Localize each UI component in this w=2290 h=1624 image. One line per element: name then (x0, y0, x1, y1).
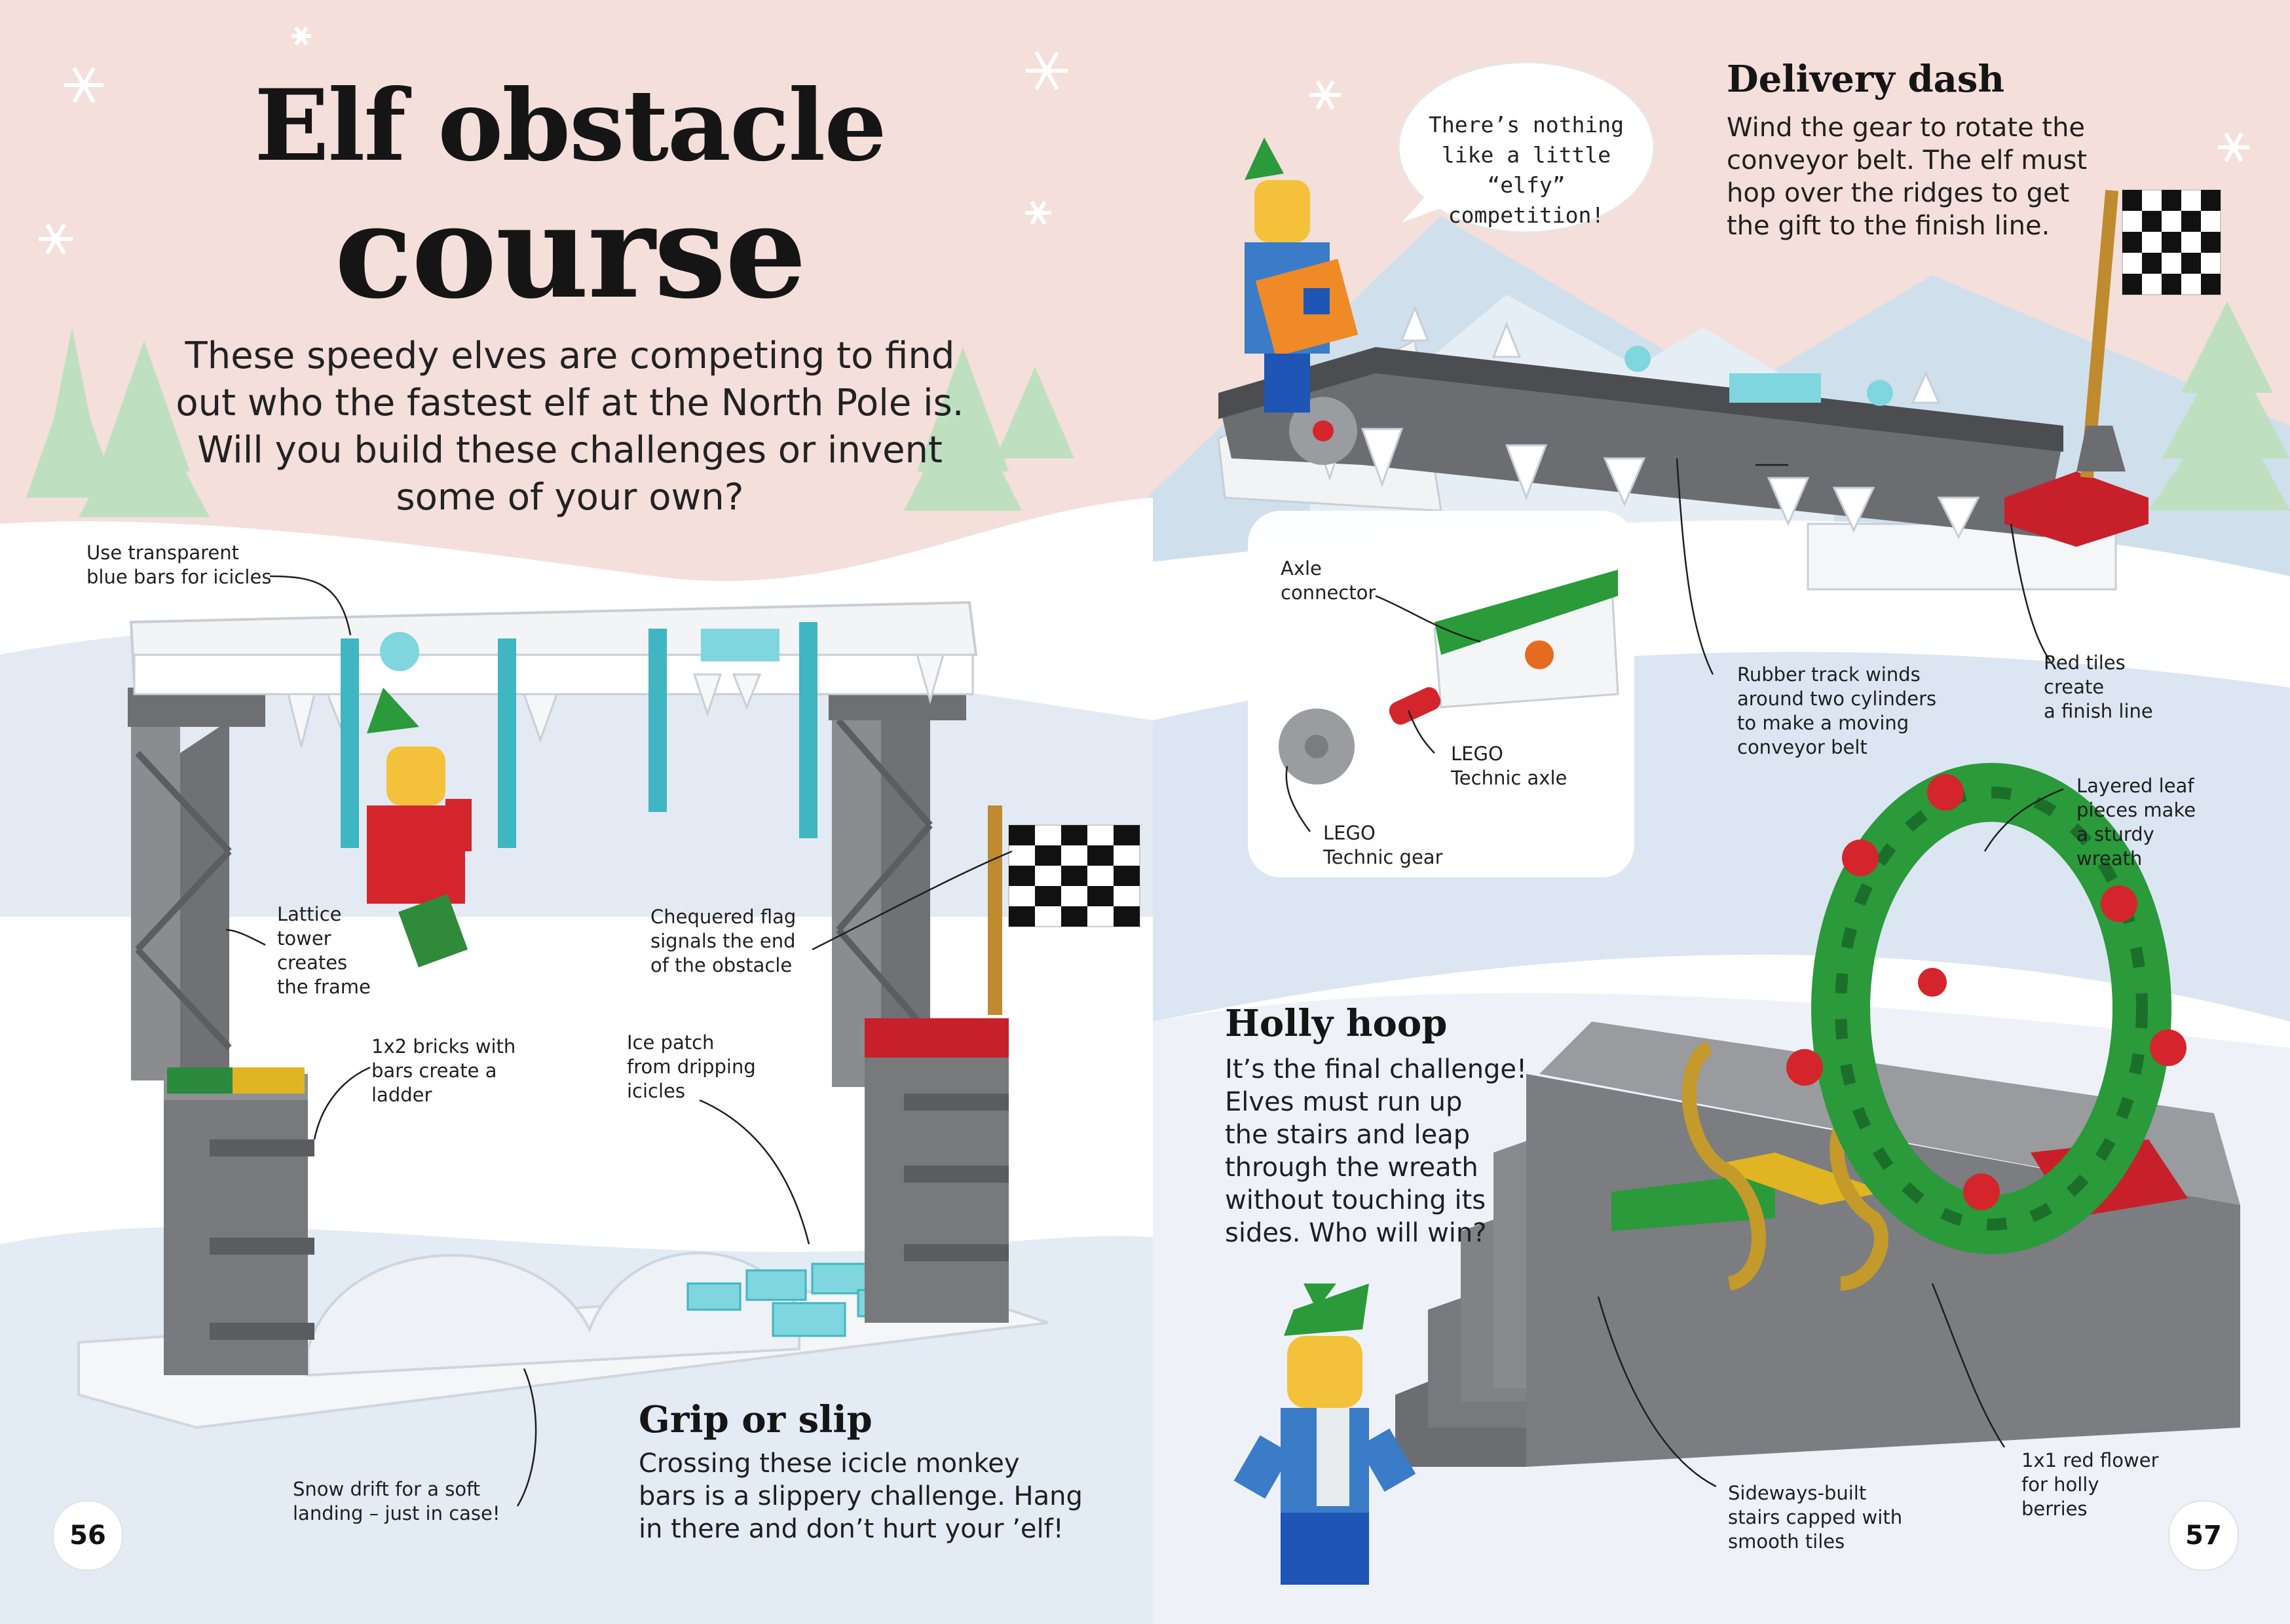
annotation-technic-gear: LEGO Technic gear (1323, 821, 1443, 870)
annotation-line: landing – just in case! (293, 1502, 500, 1524)
annotation-line: Rubber track winds (1737, 663, 1921, 686)
body-line: bars is a slippery challenge. Hang (639, 1481, 1083, 1511)
delivery-dash-text: Wind the gear to rotate the conveyor bel… (1727, 111, 2093, 242)
annotation-line: Use transparent (86, 542, 240, 564)
bubble-line: There’s nothing (1428, 112, 1624, 138)
annotation-line: signals the end (650, 930, 796, 952)
annotation-snow-drift: Snow drift for a soft landing – just in … (293, 1477, 500, 1526)
annotation-axle-connector: Axle connector (1281, 557, 1376, 605)
body-line: Wind the gear to rotate the (1727, 113, 2086, 143)
annotation-line: berries (2021, 1498, 2088, 1520)
annotation-line: icicles (627, 1080, 686, 1102)
bubble-line: like a little “elfy” (1441, 142, 1611, 198)
annotation-ice-patch: Ice patch from dripping icicles (627, 1031, 756, 1103)
annotation-flag: Chequered flag signals the end of the ob… (650, 905, 796, 978)
annotation-line: the frame (277, 976, 371, 998)
page-title: Elf obstacle course (249, 65, 891, 318)
body-line: hop over the ridges to get (1727, 178, 2070, 208)
intro-line: Will you build these challenges or inven… (197, 429, 943, 471)
annotation-line: conveyor belt (1737, 736, 1868, 758)
annotation-line: Lattice (277, 903, 342, 925)
annotation-line: LEGO (1451, 743, 1503, 765)
holly-hoop-text: It’s the final challenge! Elves must run… (1225, 1053, 1566, 1249)
annotation-lattice: Lattice tower creates the frame (277, 902, 371, 999)
annotation-line: LEGO (1323, 822, 1376, 844)
annotation-red-tiles: Red tiles create a finish line (2044, 651, 2153, 724)
body-line: through the wreath (1225, 1153, 1478, 1183)
intro-line: These speedy elves are competing to find (185, 335, 955, 377)
body-line: in there and don’t hurt your ’elf! (639, 1514, 1064, 1544)
annotation-leaf-pieces: Layered leaf pieces make a sturdy wreath (2076, 774, 2196, 871)
annotation-line: to make a moving (1737, 712, 1909, 734)
annotation-line: Technic gear (1323, 846, 1443, 868)
page-number-right: 57 (2168, 1500, 2239, 1571)
body-line: Crossing these icicle monkey (639, 1449, 1020, 1479)
annotation-line: blue bars for icicles (86, 566, 272, 588)
annotation-line: Layered leaf (2076, 775, 2194, 797)
annotation-line: wreath (2076, 847, 2143, 870)
annotation-line: creates (277, 951, 348, 974)
annotation-line: bars create a (371, 1060, 497, 1082)
annotation-line: Technic axle (1451, 767, 1567, 789)
annotation-line: Axle (1281, 557, 1322, 580)
annotation-technic-axle: LEGO Technic axle (1451, 742, 1567, 790)
holly-hoop-heading: Holly hoop (1225, 1002, 1448, 1045)
annotation-line: create (2044, 676, 2105, 698)
delivery-dash-heading: Delivery dash (1727, 58, 2005, 101)
body-line: conveyor belt. The elf must (1727, 145, 2088, 175)
grip-or-slip-heading: Grip or slip (639, 1398, 873, 1441)
intro-line: some of your own? (396, 476, 744, 519)
annotation-line: connector (1281, 581, 1376, 604)
intro-paragraph: These speedy elves are competing to find… (131, 333, 1009, 521)
title-line-1: Elf obstacle (254, 68, 887, 183)
annotation-line: from dripping (627, 1056, 756, 1078)
annotation-line: Sideways-built (1728, 1482, 1867, 1504)
annotation-line: a sturdy (2076, 823, 2154, 845)
body-line: without touching its (1225, 1185, 1486, 1215)
annotation-red-flower: 1x1 red flower for holly berries (2021, 1449, 2159, 1521)
annotation-line: Snow drift for a soft (293, 1478, 481, 1500)
annotation-stairs: Sideways-built stairs capped with smooth… (1728, 1481, 1902, 1554)
annotation-line: for holly (2021, 1473, 2099, 1496)
body-line: the stairs and leap (1225, 1120, 1471, 1150)
annotation-line: 1x2 bricks with (371, 1035, 516, 1058)
body-line: Elves must run up (1225, 1087, 1463, 1117)
body-line: sides. Who will win? (1225, 1218, 1487, 1248)
body-line: the gift to the finish line. (1727, 211, 2050, 241)
annotation-line: a finish line (2044, 700, 2153, 722)
annotation-rubber-track: Rubber track winds around two cylinders … (1737, 663, 1936, 760)
body-line: It’s the final challenge! (1225, 1054, 1528, 1084)
annotation-line: ladder (371, 1084, 432, 1106)
annotation-line: smooth tiles (1728, 1530, 1845, 1553)
annotation-ladder: 1x2 bricks with bars create a ladder (371, 1035, 516, 1107)
annotation-line: Ice patch (627, 1031, 715, 1054)
intro-line: out who the fastest elf at the North Pol… (176, 382, 964, 424)
annotation-line: tower (277, 927, 331, 950)
annotation-line: Red tiles (2044, 652, 2126, 674)
annotation-icicles: Use transparent blue bars for icicles (86, 541, 271, 589)
annotation-line: stairs capped with (1728, 1506, 1903, 1528)
annotation-line: Chequered flag (650, 906, 797, 928)
speech-bubble: There’s nothing like a little “elfy” com… (1415, 110, 1638, 231)
annotation-line: of the obstacle (650, 954, 793, 976)
annotation-line: 1x1 red flower (2021, 1449, 2159, 1471)
page-number-left: 56 (52, 1500, 123, 1571)
grip-or-slip-text: Crossing these icicle monkey bars is a s… (639, 1447, 1110, 1545)
annotation-line: pieces make (2076, 799, 2196, 821)
title-line-2: course (334, 177, 807, 327)
annotation-line: around two cylinders (1737, 688, 1937, 710)
bubble-line: competition! (1448, 202, 1605, 228)
